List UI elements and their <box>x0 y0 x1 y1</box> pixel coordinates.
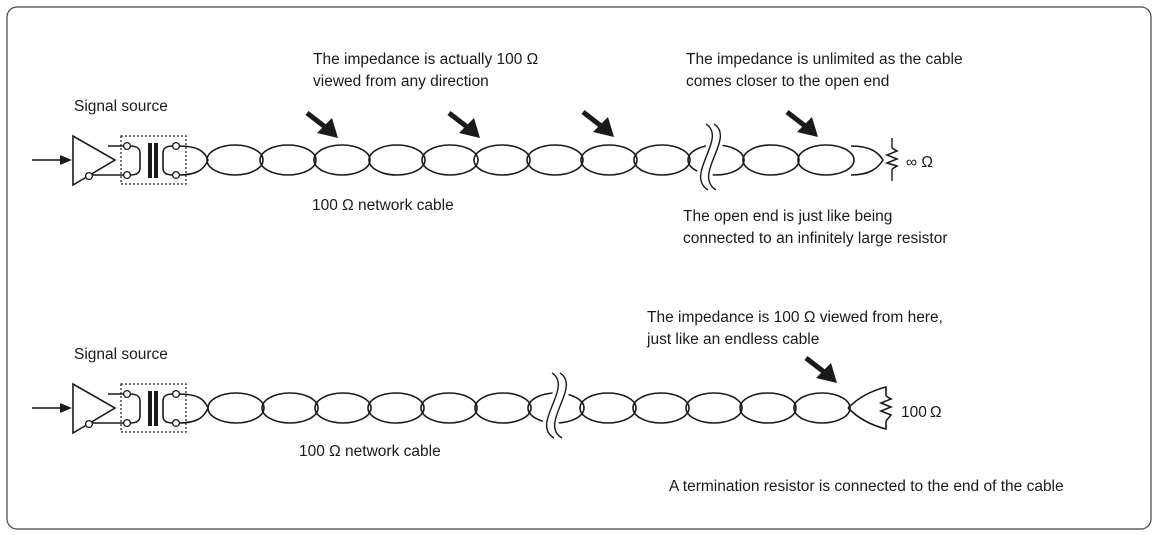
top-pointer-arrow-2 <box>447 111 480 138</box>
bottom-impedance-note-line1: The impedance is 100 Ω viewed from here, <box>647 309 943 326</box>
bottom-cable-break-mark <box>542 369 571 442</box>
bottom-termination-note: A termination resistor is connected to t… <box>669 478 1064 495</box>
top-signal-source-label: Signal source <box>74 98 168 115</box>
bottom-input-arrow <box>32 403 72 413</box>
top-pointer-arrow-3 <box>581 110 614 137</box>
bottom-termination-resistor <box>847 385 894 431</box>
bottom-transformer <box>84 383 209 433</box>
top-impedance-note-line1: The impedance is actually 100 Ω <box>313 51 538 68</box>
bottom-cable-label: 100 Ω network cable <box>299 443 441 460</box>
bottom-panel: Signal source <box>32 309 1064 495</box>
top-cable-label: 100 Ω network cable <box>312 197 454 214</box>
top-transformer <box>84 135 209 185</box>
top-panel: Signal source <box>32 51 963 247</box>
bottom-pointer-arrow <box>804 356 837 383</box>
top-open-end-line1: The open end is just like being <box>683 208 892 225</box>
bottom-twisted-pair-cable <box>207 392 851 424</box>
top-twisted-pair-cable <box>206 144 884 176</box>
top-cable-break-mark <box>696 120 725 194</box>
top-open-end-line2: connected to an infinitely large resisto… <box>683 230 948 247</box>
top-input-arrow <box>32 155 72 165</box>
bottom-resistor-value: 100 Ω <box>901 404 942 421</box>
top-amplifier-triangle <box>72 134 117 187</box>
bottom-signal-source-label: Signal source <box>74 346 168 363</box>
top-resistor-value: ∞ Ω <box>906 154 933 171</box>
bottom-impedance-note-line2: just like an endless cable <box>646 331 819 348</box>
top-open-note-line1: The impedance is unlimited as the cable <box>686 51 963 68</box>
top-pointer-arrow-4 <box>785 110 818 137</box>
top-open-end-resistor <box>884 138 900 181</box>
top-open-note-line2: comes closer to the open end <box>686 73 889 90</box>
bottom-amplifier-triangle <box>72 382 117 435</box>
diagram-frame <box>6 6 1152 530</box>
top-impedance-note-line2: viewed from any direction <box>313 73 489 90</box>
top-pointer-arrow-1 <box>305 111 338 138</box>
